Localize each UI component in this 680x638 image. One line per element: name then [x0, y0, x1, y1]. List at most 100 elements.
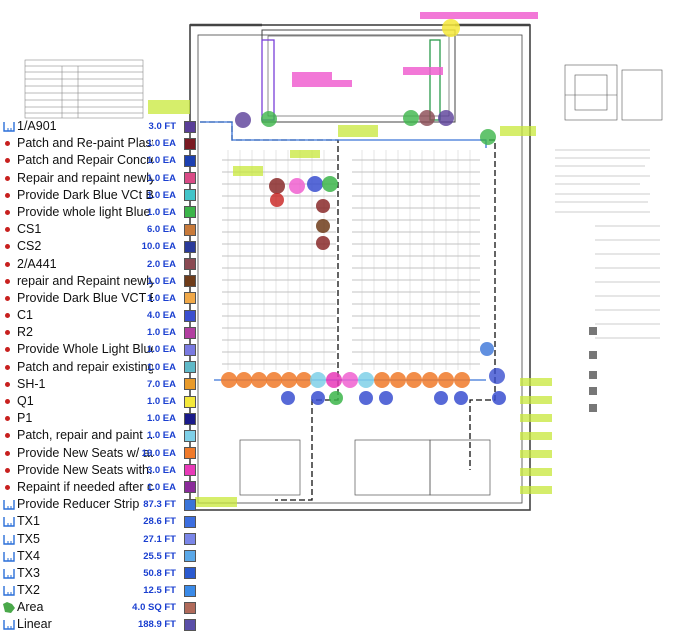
- markup-color-swatch[interactable]: [184, 429, 196, 442]
- count-dot-icon: [2, 359, 16, 376]
- markup-color-swatch[interactable]: [184, 378, 196, 391]
- markup-row[interactable]: Patch and repair existing cut1.0 EA: [0, 359, 200, 376]
- markup-row[interactable]: Provide Dark Blue VCt Border1.0 EA: [0, 187, 200, 204]
- markup-quantity: 12.5 FT: [143, 585, 176, 597]
- markup-row[interactable]: Patch, repair and paint ...1.0 EA: [0, 427, 200, 444]
- markup-quantity: 4.0 EA: [146, 310, 176, 322]
- markup-quantity: 1.0 EA: [146, 344, 176, 356]
- markup-label: TX5: [17, 531, 40, 546]
- count-dot-icon: [2, 324, 16, 341]
- markup-quantity: 1.0 EA: [146, 275, 176, 287]
- markup-color-swatch[interactable]: [184, 206, 196, 219]
- markup-quantity: 4.0 SQ FT: [132, 602, 176, 614]
- markup-color-swatch[interactable]: [184, 223, 196, 236]
- markup-quantity: 87.3 FT: [143, 499, 176, 511]
- markup-color-swatch[interactable]: [184, 240, 196, 253]
- markup-quantity: 188.9 FT: [137, 619, 176, 631]
- markup-label: Repair and repaint newly cut: [17, 170, 153, 185]
- markup-quantity: 1.0 EA: [146, 138, 176, 150]
- markup-color-swatch[interactable]: [184, 412, 196, 425]
- building-walls: [189, 23, 531, 511]
- markup-row[interactable]: Linear 188.9 FT: [0, 616, 200, 633]
- markup-row[interactable]: Repaint if needed after cons1.0 EA: [0, 479, 200, 496]
- linear-icon: [2, 582, 16, 599]
- markup-label: TX2: [17, 583, 40, 598]
- markup-color-swatch[interactable]: [184, 533, 196, 545]
- markup-color-swatch[interactable]: [184, 120, 196, 133]
- floor-plan-drawing[interactable]: [0, 0, 680, 531]
- count-dot-icon: [2, 170, 16, 187]
- green-annotation-boxes: [148, 100, 552, 507]
- markup-quantity: 6.0 EA: [146, 224, 176, 236]
- linear-icon: [2, 548, 16, 565]
- markup-row[interactable]: Provide New Seats w/ autos19.0 EA: [0, 445, 200, 462]
- markup-row[interactable]: TX2 12.5 FT: [0, 582, 200, 599]
- markup-color-swatch[interactable]: [184, 464, 196, 477]
- markup-color-swatch[interactable]: [184, 137, 196, 150]
- markup-color-swatch[interactable]: [184, 172, 196, 185]
- count-dot-icon: [2, 238, 16, 255]
- count-dot-icon: [2, 479, 16, 496]
- markup-color-swatch[interactable]: [184, 618, 196, 631]
- markup-label: Provide Reducer Strip: [17, 497, 140, 512]
- markup-label: Linear: [17, 617, 52, 632]
- linear-icon: [2, 513, 16, 530]
- markup-color-swatch[interactable]: [184, 326, 196, 339]
- markup-color-swatch[interactable]: [184, 567, 196, 580]
- markup-quantity: 7.0 EA: [146, 378, 176, 390]
- markup-color-swatch[interactable]: [184, 154, 196, 167]
- markup-color-swatch[interactable]: [184, 481, 196, 494]
- count-dot-icon: [2, 187, 16, 204]
- key-plan: [564, 64, 663, 121]
- markup-row[interactable]: Repair and repaint newly cut1.0 EA: [0, 170, 200, 187]
- count-dot-icon: [2, 273, 16, 290]
- markup-color-swatch[interactable]: [184, 601, 196, 614]
- markup-color-swatch[interactable]: [184, 343, 196, 356]
- markup-quantity: 1.0 EA: [146, 172, 176, 184]
- markup-color-swatch[interactable]: [184, 498, 196, 511]
- markup-color-swatch[interactable]: [184, 395, 196, 408]
- markup-quantity: 1.0 EA: [146, 430, 176, 442]
- markup-color-swatch[interactable]: [184, 258, 196, 270]
- markup-color-swatch[interactable]: [184, 292, 196, 305]
- markup-row[interactable]: Provide Dark Blue VCT Border1.0 EA: [0, 290, 200, 307]
- markup-label: TX3: [17, 565, 40, 580]
- markup-color-swatch[interactable]: [184, 361, 196, 374]
- markup-color-swatch[interactable]: [184, 584, 196, 597]
- markup-color-swatch[interactable]: [184, 189, 196, 202]
- markup-color-swatch[interactable]: [184, 309, 196, 322]
- markup-quantity: 1.0 EA: [146, 396, 176, 407]
- markup-quantity: 2.0 EA: [146, 258, 176, 270]
- markup-label: Provide New Seats w/ autos: [17, 445, 153, 460]
- markup-color-swatch[interactable]: [184, 447, 196, 460]
- markup-color-swatch[interactable]: [184, 550, 196, 563]
- markup-label: repair and Repaint newly cut: [17, 273, 153, 288]
- markup-color-swatch[interactable]: [184, 515, 196, 528]
- markup-label: Provide whole light Blue VCT: [17, 204, 153, 219]
- markup-label: Patch and repair existing cut: [17, 359, 153, 374]
- count-dot-icon: [2, 427, 16, 444]
- markup-row[interactable]: repair and Repaint newly cut1.0 EA: [0, 273, 200, 290]
- markup-label: Patch and Repair Concrete: [17, 153, 153, 168]
- markup-row[interactable]: Provide New Seats with...3.0 EA: [0, 462, 200, 479]
- markup-color-swatch[interactable]: [184, 275, 196, 288]
